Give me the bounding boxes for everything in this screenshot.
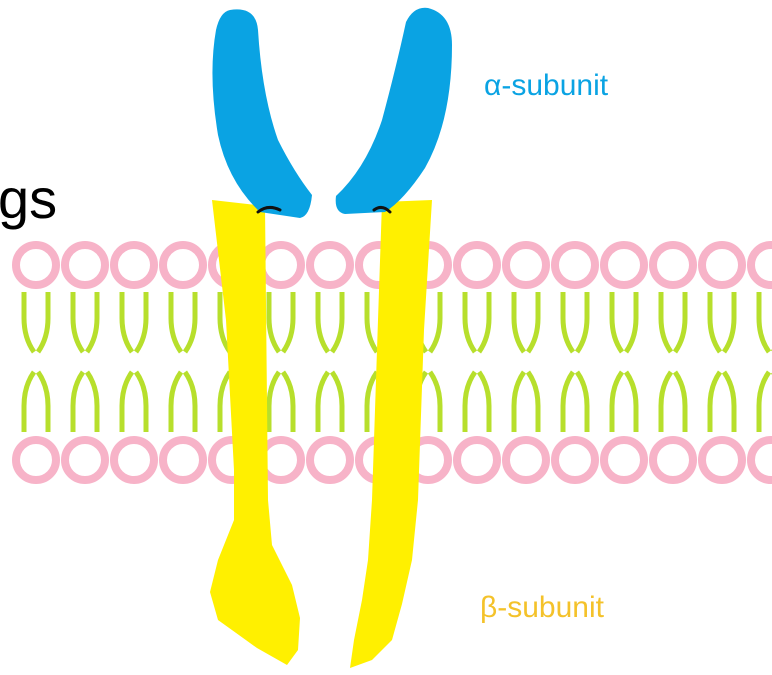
alpha-subunit-label: α-subunit xyxy=(484,69,609,102)
phospholipid-head xyxy=(65,245,105,285)
phospholipid-head xyxy=(751,245,772,285)
phospholipid-head xyxy=(16,440,56,480)
phospholipid-head xyxy=(114,245,154,285)
phospholipid-head xyxy=(457,440,497,480)
phospholipid-head xyxy=(310,245,350,285)
phospholipid-head xyxy=(114,440,154,480)
phospholipid-head xyxy=(653,440,693,480)
phospholipid-head xyxy=(604,440,644,480)
alpha-subunit-left xyxy=(212,9,312,218)
partial-heading-text: gs xyxy=(0,167,57,230)
lipid-tail-pair xyxy=(24,292,48,432)
phospholipid-head xyxy=(457,245,497,285)
phospholipid-head xyxy=(751,440,772,480)
lipid-tail-pair xyxy=(122,292,146,432)
lipid-tail-pair xyxy=(710,292,734,432)
phospholipid-head xyxy=(604,245,644,285)
phospholipid-head xyxy=(65,440,105,480)
phospholipid-head xyxy=(555,440,595,480)
phospholipid-head xyxy=(702,440,742,480)
phospholipid-head xyxy=(555,245,595,285)
phospholipid-head xyxy=(16,245,56,285)
lipid-tail-pair xyxy=(661,292,685,432)
phospholipid-head xyxy=(506,245,546,285)
phospholipid-head xyxy=(163,440,203,480)
beta-subunit xyxy=(210,200,432,668)
beta-subunit-label: β-subunit xyxy=(480,591,605,624)
lipid-tail-pair xyxy=(73,292,97,432)
phospholipid-head xyxy=(163,245,203,285)
lipid-tail-pair xyxy=(563,292,587,432)
alpha-subunit-right xyxy=(336,8,452,214)
lipid-tail-pair xyxy=(514,292,538,432)
beta-subunit-left xyxy=(210,200,300,665)
phospholipid-head xyxy=(506,440,546,480)
lipid-tail-pair xyxy=(465,292,489,432)
phospholipid-head xyxy=(702,245,742,285)
phospholipid-head xyxy=(310,440,350,480)
lipid-tail-pair xyxy=(269,292,293,432)
lipid-tail-pair xyxy=(318,292,342,432)
phospholipid-head xyxy=(261,245,301,285)
lipid-tail-pair xyxy=(759,292,772,432)
phospholipid-head xyxy=(653,245,693,285)
alpha-subunit xyxy=(212,8,452,218)
lipid-tail-pair xyxy=(612,292,636,432)
lipid-tail-pair xyxy=(171,292,195,432)
